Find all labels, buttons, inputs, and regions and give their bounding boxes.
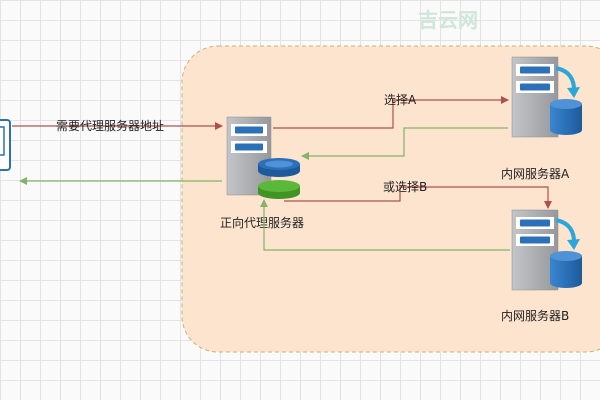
request-to-server-b-arrow [284, 186, 552, 209]
internal-network-region [181, 45, 600, 353]
watermark-text: 吉云网 [418, 8, 478, 32]
client-device-icon [0, 119, 11, 171]
client-request-label: 需要代理服务器地址 [56, 118, 164, 133]
proxy-server-label: 正向代理服务器 [220, 215, 304, 230]
server-b-label: 内网服务器B [501, 308, 569, 323]
response-from-server-a-arrow [301, 127, 508, 160]
server-a-icon [511, 56, 582, 138]
proxy-cache-icon [258, 158, 300, 199]
choice-b-label: 或选择B [383, 180, 427, 194]
request-to-server-a-arrow [273, 96, 509, 129]
response-from-server-b-arrow [260, 199, 510, 251]
choice-a-label: 选择A [384, 93, 417, 107]
server-b-icon [511, 209, 582, 291]
server-a-label: 内网服务器A [501, 166, 570, 181]
